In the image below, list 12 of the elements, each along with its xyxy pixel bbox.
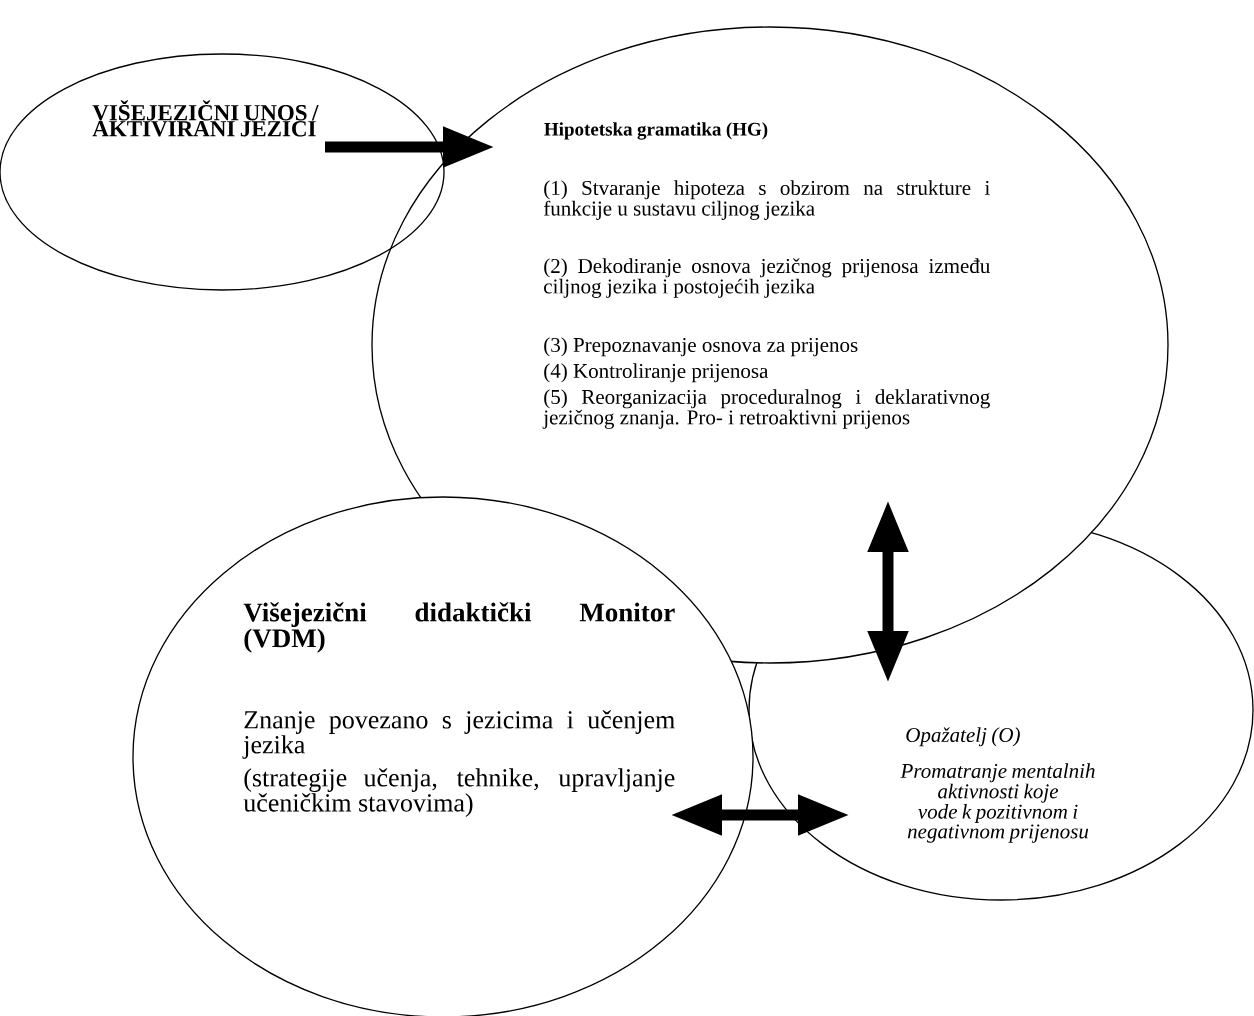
label-text: VIŠEJEZIČNI UNOS / AKTIVIRANI JEZICI	[92, 100, 319, 137]
list-item: (3) Prepoznavanje osnova za prijenos	[544, 337, 858, 357]
list-item: (4) Kontroliranje prijenosa	[544, 363, 769, 383]
list-item: (1) Stvaranje hipoteza s obzirom na strukture i funkcije u sustavu ciljnog jezika	[543, 180, 990, 220]
list-item: (5) Reorganizacija proceduralnog i deklarativnog jezičnog znanja. Pro- i retroaktivni prijenos	[542, 389, 990, 429]
heading: Hipotetska gramatika (HG)	[544, 122, 768, 140]
label-text: Promatranje mentalnih aktivnosti koje vode k pozitivnom i negativnom prijenosu	[900, 763, 1095, 843]
list-item: (2) Dekodiranje osnova jezičnog prijenosa između ciljnog jezika i postojećih jezika	[544, 258, 990, 298]
label-text: Znanje povezano s jezicima i učenjem jezika	[242, 710, 675, 759]
heading: Višejezični didaktički Monitor (VDM)	[243, 602, 675, 653]
heading: Opažatelj (O)	[906, 727, 1020, 747]
label-text: (strategije učenja, tehnike, upravljanje učeničkim stavovima)	[243, 768, 675, 817]
